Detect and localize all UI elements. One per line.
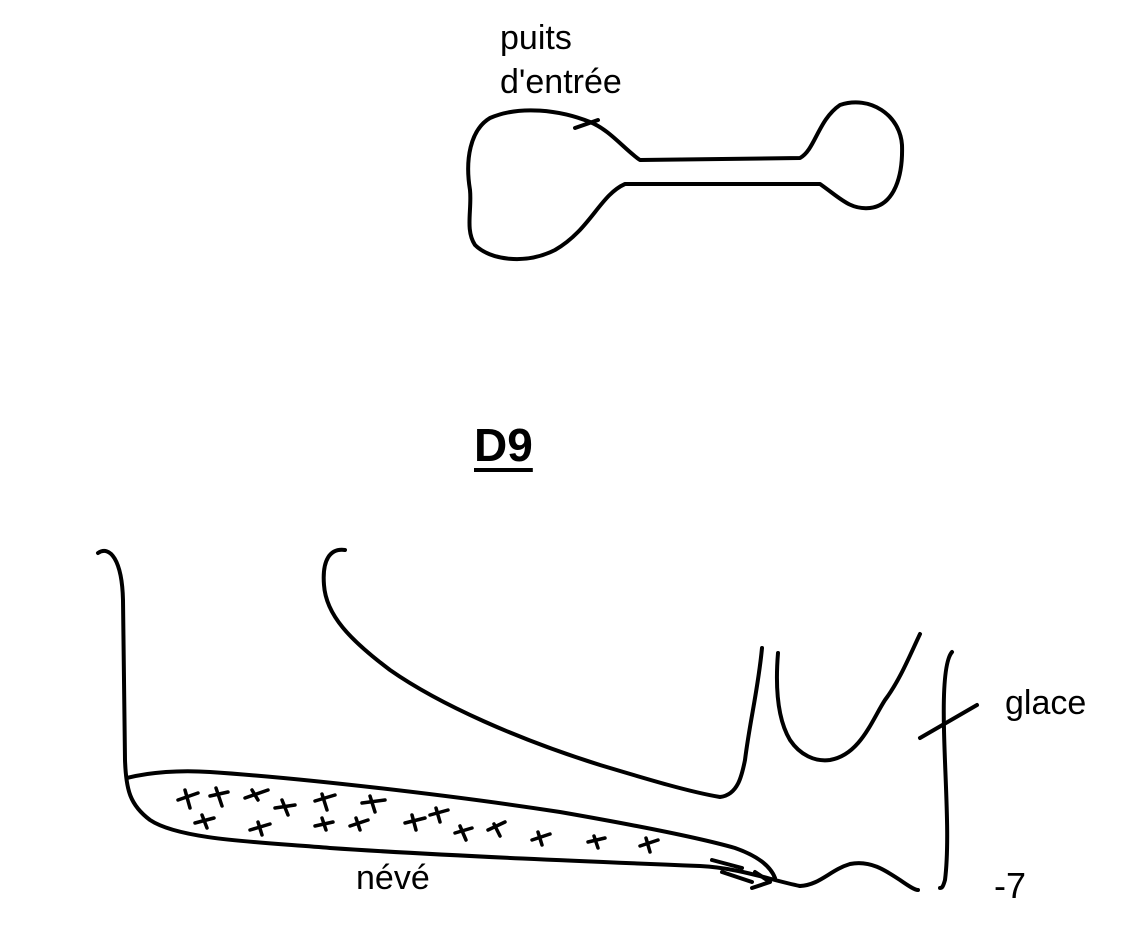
snow-mark [313, 792, 337, 812]
plan-outline [466, 100, 905, 262]
snow-mark [530, 830, 552, 847]
cave-ceiling [321, 547, 764, 799]
ice-label: glace [1005, 684, 1087, 722]
plan-view [466, 100, 905, 262]
snow-mark [208, 786, 230, 808]
left-wall [96, 549, 802, 888]
snow-label: névé [356, 859, 430, 897]
right-wall [938, 650, 954, 890]
neve-end-arrow [710, 858, 772, 890]
snow-mark [313, 816, 335, 832]
snow-mark [586, 834, 607, 850]
snow-mark [248, 820, 272, 837]
snow-mark [403, 813, 427, 832]
snow-mark [486, 820, 507, 838]
snow-mark [193, 813, 216, 830]
depth-label: -7 [994, 865, 1027, 906]
central-pillar [774, 632, 922, 763]
snow-mark [428, 806, 450, 824]
snow-mark [243, 788, 270, 802]
entrance-label: puits d'entrée [500, 19, 622, 101]
snow-mark [176, 788, 200, 810]
diagram-title: D9 [474, 419, 533, 471]
entrance-pointer [573, 118, 600, 130]
ice-marker [918, 703, 979, 740]
snow-mark [360, 794, 387, 814]
neve-snow-marks [176, 786, 660, 854]
cave-floor [798, 861, 920, 892]
snow-mark [638, 836, 660, 854]
snow-mark [453, 824, 474, 842]
snow-mark [348, 816, 370, 832]
snow-mark [273, 798, 297, 817]
section-view [96, 547, 979, 892]
neve-top [125, 769, 777, 880]
